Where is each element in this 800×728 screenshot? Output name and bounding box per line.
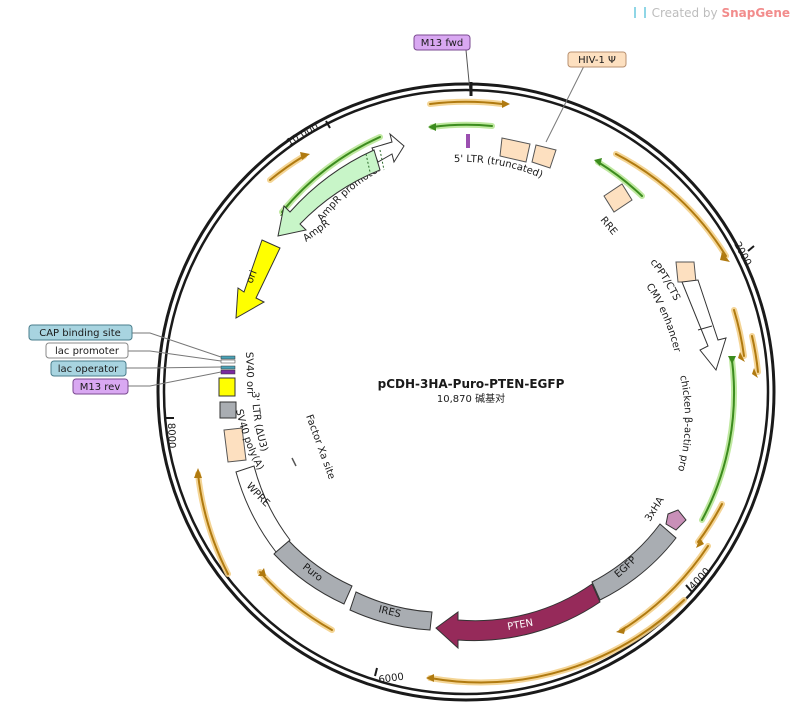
tick-label-8000: 8000 [165,423,177,449]
sv40pa-feature[interactable] [219,401,237,419]
ori-label: ori [245,269,260,285]
ampr-dashed-region [365,149,385,173]
pten-label: PTEN [507,618,534,633]
tick-mark-4000 [685,584,693,593]
ltr5-label: 5' LTR (truncated) [454,154,545,181]
factor-xa-label: Factor Xa site [303,413,337,481]
ampr-feature[interactable] [277,149,381,237]
tick-marks [166,120,755,677]
hiv-psi-leader [545,65,585,143]
m13-fwd-primer-mark [466,134,470,148]
rre-label: RRE [598,215,619,238]
lac-promoter-label[interactable]: lac promoter [45,342,129,359]
ori-feature[interactable] [235,239,281,319]
tick-mark-6000 [374,667,378,677]
snapgene-logo-icon [633,7,646,18]
m13-fwd-label[interactable]: M13 fwd [413,34,471,51]
lac-operator-feature[interactable] [220,365,236,370]
rre-feature[interactable] [603,183,633,213]
chicken-label: chicken β-actin promoter [0,0,693,473]
backbone-outer-ring [156,82,776,702]
cmv-chicken-promoter-feature[interactable] [681,279,727,372]
lac-operator-label[interactable]: lac operator [50,360,127,377]
cap-binding-feature[interactable] [220,355,236,360]
ha-feature[interactable] [665,509,687,531]
cmv-boundary [697,325,713,331]
m13-rev-feature[interactable] [220,369,236,375]
lac-operator-text: lac operator [58,364,119,375]
m13-rev-text: M13 rev [80,382,121,393]
lac-promoter-text: lac promoter [55,346,120,357]
m13-fwd-leader [465,49,471,93]
cap-binding-label[interactable]: CAP binding site [28,324,133,341]
m13-fwd-text: M13 fwd [421,38,463,49]
ampr-label: AmpR [301,218,332,244]
plasmid-size: 10,870 碱基对 [437,392,505,405]
watermark-brand: SnapGene [721,6,790,20]
m13-rev-label[interactable]: M13 rev [72,378,129,395]
ltr5-feature[interactable] [499,137,531,163]
hiv-psi-text: HIV-1 Ψ [578,55,616,66]
backbone-inner-ring [162,88,770,696]
tick-mark-10000 [325,120,331,129]
ampr-promoter-feature[interactable] [371,132,405,164]
orf-arrows-inner [279,121,737,523]
egfp-feature[interactable] [591,523,677,601]
watermark-prefix: Created by [651,6,718,20]
left-label-leaders [126,332,222,387]
puro-feature[interactable] [273,539,353,605]
snapgene-watermark: Created by SnapGene [633,6,790,20]
wpre-feature[interactable] [235,465,291,553]
pten-feature[interactable] [435,583,601,650]
sv40ori-label: SV40 ori [243,352,255,394]
tick-label-6000: 6000 [378,672,405,686]
lac-promoter-feature[interactable] [220,359,236,364]
factor-xa-mark [291,457,297,467]
cap-binding-text: CAP binding site [39,328,121,339]
hiv-psi-label[interactable]: HIV-1 Ψ [567,51,627,68]
ha-label: 3xHA [643,495,667,524]
hiv-psi-feature[interactable] [531,144,557,169]
orf-arrows-outer [194,98,761,686]
ltr3-feature[interactable] [223,427,247,463]
ires-label: IRES [377,604,402,620]
tick-label-10000: 10,000 [285,122,321,149]
tick-mark-2000 [747,245,755,252]
sv40pa-label: SV40 poly(A) signal [0,0,266,472]
ires-feature[interactable] [349,591,433,631]
sv40ori-feature[interactable] [218,377,236,397]
cppt-feature[interactable] [675,261,697,283]
plasmid-name: pCDH-3HA-Puro-PTEN-EGFP [378,377,565,391]
